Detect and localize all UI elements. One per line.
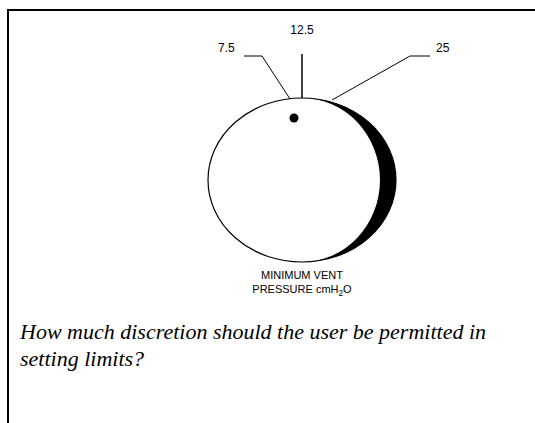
caption: How much discretion should the user be p… xyxy=(20,318,500,372)
pointer-dot xyxy=(290,114,299,123)
scale-value: 12.5 xyxy=(290,23,313,37)
tick-line xyxy=(244,56,290,99)
knob xyxy=(208,98,396,262)
knob-label: MINIMUM VENT PRESSURE cmH2O xyxy=(242,268,362,301)
tick-line xyxy=(332,56,430,100)
tick-line xyxy=(301,54,303,98)
frame xyxy=(8,10,535,423)
knob-shadow xyxy=(302,98,396,262)
scale-value: 7.5 xyxy=(218,41,235,55)
scale-value: 25 xyxy=(436,41,449,55)
